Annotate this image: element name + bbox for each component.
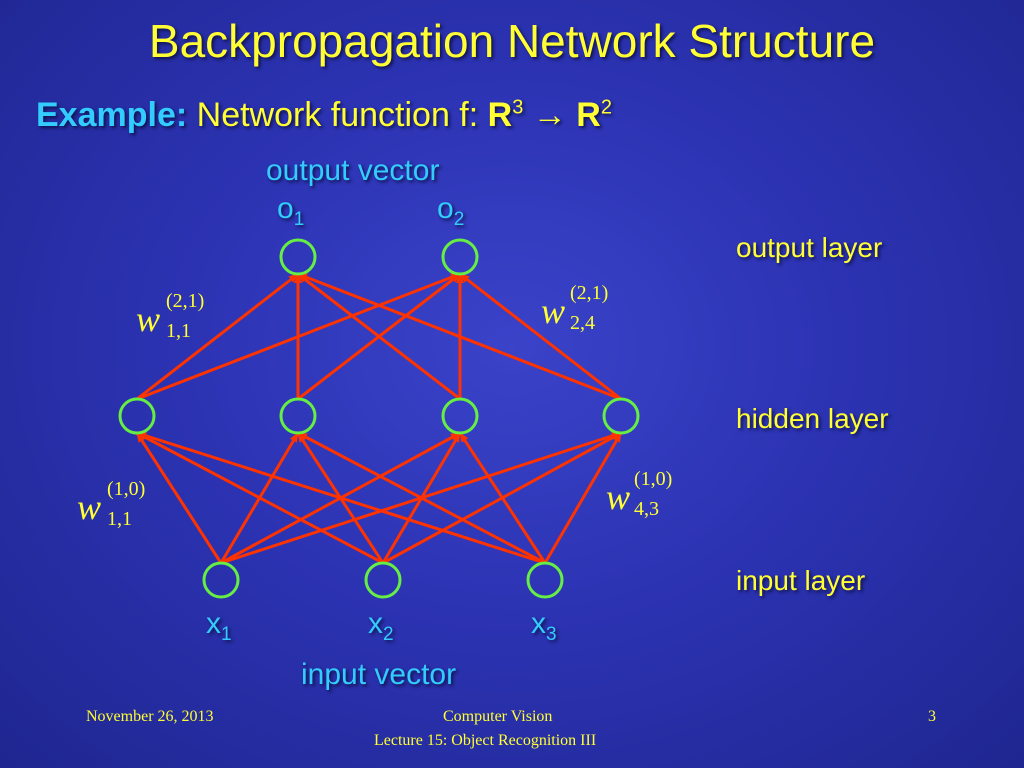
subtitle: Example: Network function f: R3 → R2	[36, 96, 612, 135]
codomain-exponent: 2	[600, 96, 612, 119]
footer-page-number: 3	[928, 708, 936, 725]
weight-subscript: 4,3	[634, 498, 659, 520]
arrow-symbol: →	[532, 96, 567, 134]
weight-superscript: (2,1)	[570, 282, 609, 304]
weight-subscript: 2,4	[570, 312, 595, 334]
subtitle-text: Network function f:	[196, 96, 479, 134]
weight-symbol: w	[541, 291, 566, 331]
footer-course: Computer Vision	[443, 708, 553, 725]
weight-label-w43-layer1: w (1,0) 4,3	[606, 468, 672, 520]
weight-symbol: w	[606, 477, 631, 517]
output-label-2-base: o	[437, 192, 454, 225]
input-node-1	[202, 561, 240, 599]
input-label-1-base: x	[206, 607, 221, 640]
footer-lecture: Lecture 15: Object Recognition III	[374, 732, 597, 749]
input-node-2	[364, 561, 402, 599]
node-group	[118, 238, 640, 599]
output-node-1	[279, 238, 317, 276]
input-label-2: x2	[368, 607, 394, 646]
weight-label-w11-layer1: w (1,0) 1,1	[77, 478, 145, 530]
weight-label-w11-layer2: w (2,1) 1,1	[136, 290, 204, 342]
input-label-2-base: x	[368, 607, 383, 640]
footer-date: November 26, 2013	[86, 708, 214, 725]
edge-hidden-3-to-output-1	[297, 272, 461, 401]
output-label-2: o2	[437, 192, 464, 231]
hidden-layer-label: hidden layer	[736, 403, 889, 434]
input-label-1-sub: 1	[221, 624, 232, 645]
input-label-2-sub: 2	[383, 624, 394, 645]
edge-group	[135, 272, 623, 565]
weight-superscript: (1,0)	[107, 478, 146, 500]
weight-superscript: (2,1)	[166, 290, 205, 312]
hidden-node-1	[118, 397, 156, 435]
output-layer-label: output layer	[736, 232, 883, 263]
edge-input-1-to-hidden-1	[135, 432, 223, 564]
edge-hidden-4-to-output-1	[297, 272, 622, 401]
edge-input-3-to-hidden-3	[458, 432, 547, 564]
domain-exponent: 3	[512, 96, 524, 119]
output-label-1-base: o	[277, 192, 294, 225]
edge-input-3-to-hidden-4	[543, 432, 623, 564]
weight-symbol: w	[77, 487, 102, 527]
input-node-3	[526, 561, 564, 599]
edge-input-3-to-hidden-2	[297, 431, 546, 565]
weight-superscript: (1,0)	[634, 468, 673, 490]
edge-input-3-to-hidden-1	[136, 431, 546, 565]
edge-hidden-1-to-output-1	[136, 272, 299, 401]
weight-symbol: w	[136, 299, 161, 339]
input-label-3-sub: 3	[546, 624, 557, 645]
codomain-symbol: R	[576, 96, 601, 134]
input-label-3-base: x	[531, 607, 546, 640]
example-label: Example:	[36, 96, 188, 134]
hidden-node-3	[441, 397, 479, 435]
output-label-1: o1	[277, 192, 304, 231]
output-label-2-sub: 2	[453, 209, 465, 230]
input-vector-label: input vector	[301, 658, 457, 691]
hidden-node-4	[602, 397, 640, 435]
input-label-3: x3	[531, 607, 557, 646]
domain-symbol: R	[487, 96, 513, 134]
input-label-1: x1	[206, 607, 232, 646]
output-label-1-sub: 1	[293, 209, 305, 230]
edge-hidden-4-to-output-2	[459, 272, 622, 401]
weight-subscript: 1,1	[166, 320, 191, 342]
output-node-2	[441, 238, 479, 276]
input-layer-label: input layer	[736, 565, 866, 596]
hidden-node-2	[279, 397, 317, 435]
weight-label-w24-layer2: w (2,1) 2,4	[541, 282, 608, 334]
weight-subscript: 1,1	[107, 508, 132, 530]
slide-title: Backpropagation Network Structure	[148, 15, 876, 67]
output-vector-label: output vector	[266, 154, 440, 187]
edge-input-2-to-hidden-1	[136, 431, 384, 565]
